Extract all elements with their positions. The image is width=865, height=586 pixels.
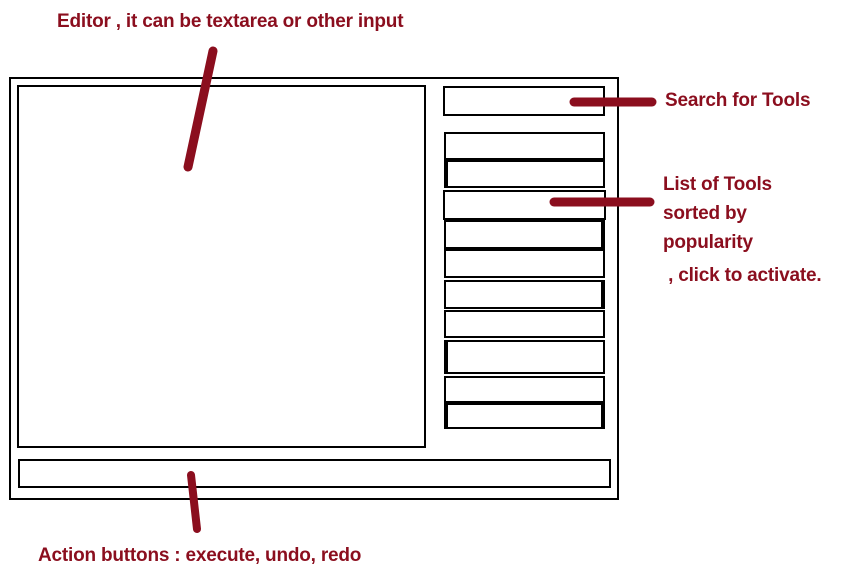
annotation-action-buttons-note: Action buttons : execute, undo, redo bbox=[38, 545, 362, 566]
tool-list-item[interactable] bbox=[444, 249, 605, 278]
action-buttons-bar[interactable] bbox=[18, 459, 611, 488]
annotation-tool-list-note: List of Tools sorted by popularity , cli… bbox=[663, 170, 822, 290]
tool-list-item[interactable] bbox=[444, 403, 605, 429]
tool-list-item[interactable] bbox=[444, 220, 605, 249]
tool-list-item[interactable] bbox=[444, 132, 605, 160]
tool-list bbox=[443, 131, 606, 433]
tool-list-item[interactable] bbox=[444, 340, 605, 374]
editor-area[interactable] bbox=[17, 85, 426, 448]
search-input[interactable] bbox=[443, 86, 605, 116]
tool-list-item[interactable] bbox=[444, 310, 605, 338]
annotation-tool-list-line2: sorted by bbox=[663, 203, 747, 224]
tool-list-item[interactable] bbox=[443, 190, 606, 220]
annotation-tool-list-line3: popularity bbox=[663, 232, 753, 253]
annotation-editor-note: Editor , it can be textarea or other inp… bbox=[57, 11, 404, 32]
tool-list-item[interactable] bbox=[444, 280, 605, 309]
annotation-search-note: Search for Tools bbox=[665, 90, 811, 111]
annotation-tool-list-activate: , click to activate. bbox=[663, 265, 822, 286]
annotation-tool-list-line1: List of Tools bbox=[663, 174, 772, 195]
tool-list-item[interactable] bbox=[444, 376, 605, 403]
tool-list-item[interactable] bbox=[444, 160, 605, 188]
